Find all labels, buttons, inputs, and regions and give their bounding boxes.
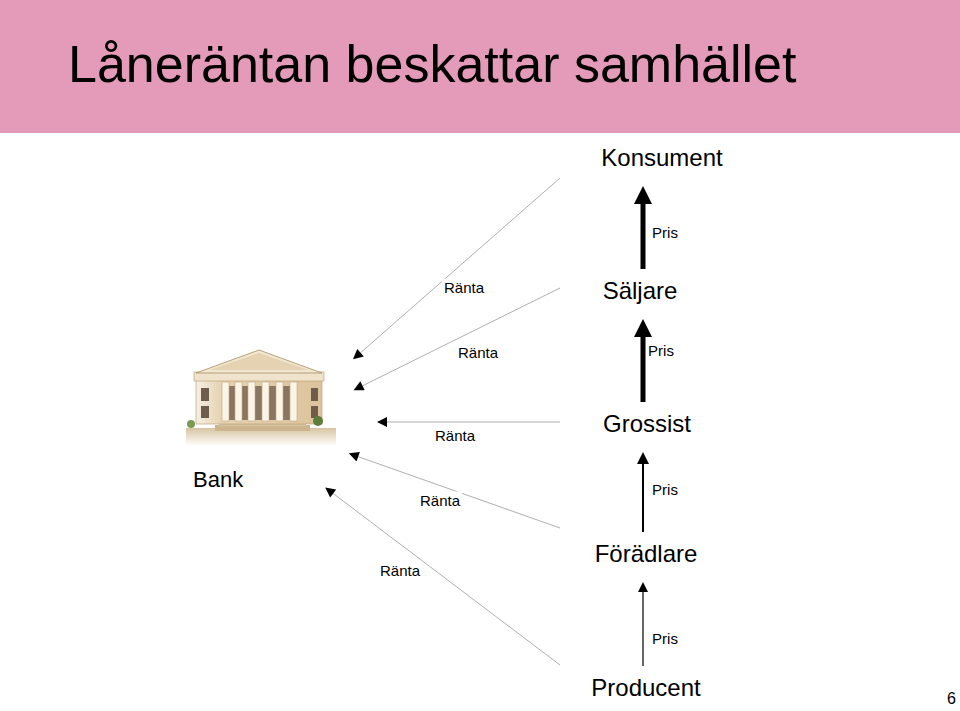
edge-label: Pris (650, 481, 680, 498)
chain-node: Konsument (593, 142, 730, 174)
price-arrow (642, 464, 644, 532)
page-number: 6 (947, 690, 956, 708)
price-arrow (642, 592, 643, 666)
edge-label: Ränta (442, 279, 486, 296)
node-text: Konsument (601, 144, 722, 172)
node-text: Säljare (603, 277, 678, 305)
interest-arrow (333, 493, 560, 665)
edge-label: Pris (650, 630, 680, 647)
chain-node: Producent (583, 672, 708, 704)
price-arrow (641, 337, 646, 402)
interest-arrow (387, 422, 560, 423)
interest-arrow (358, 457, 560, 528)
chain-node: Förädlare (587, 538, 706, 570)
edge-label: Pris (646, 342, 676, 359)
interest-arrow (363, 288, 560, 386)
slide-title: Låneräntan beskattar samhället (68, 32, 796, 96)
bank-building (186, 350, 336, 446)
edge-label: Pris (650, 224, 680, 241)
edge-label: Ränta (456, 344, 500, 361)
edge-label: Ränta (378, 562, 422, 579)
chain-node: Grossist (595, 408, 699, 440)
node-text: Grossist (603, 410, 691, 438)
edge-label: Ränta (418, 492, 462, 509)
interest-arrow (361, 178, 560, 353)
node-text: Förädlare (595, 540, 698, 568)
edge-label: Ränta (433, 427, 477, 444)
chain-node: Säljare (595, 275, 686, 307)
node-text: Producent (591, 674, 700, 702)
bank-node: Bank (185, 345, 345, 495)
node-text: Bank (193, 467, 345, 493)
price-arrow (641, 204, 646, 269)
